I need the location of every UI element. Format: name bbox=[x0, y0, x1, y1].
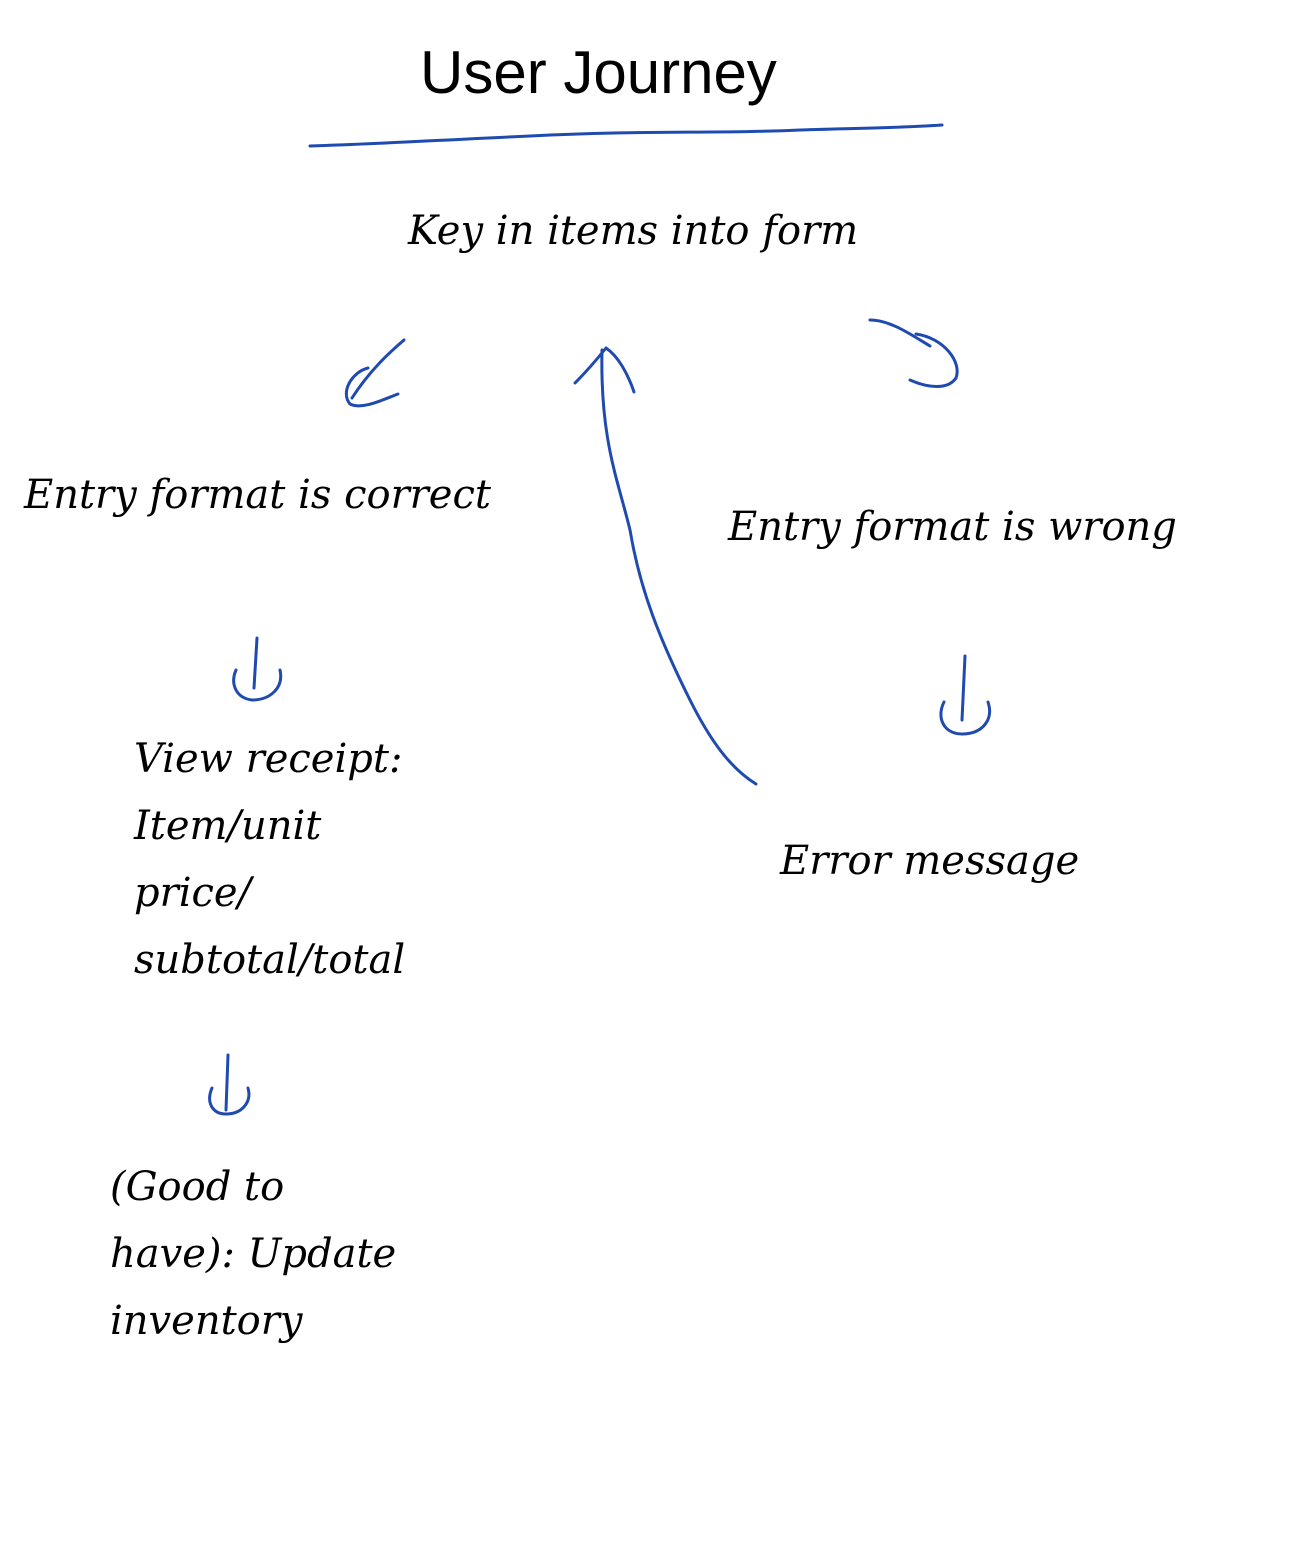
view-receipt-line-1: View receipt: bbox=[134, 736, 403, 782]
diagram-title: User Journey bbox=[420, 39, 777, 106]
node-format-wrong: Entry format is wrong bbox=[728, 504, 1177, 550]
arrow-to-error-message bbox=[939, 654, 991, 736]
node-key-in-items: Key in items into form bbox=[408, 208, 859, 254]
arrow-to-view-receipt bbox=[232, 636, 283, 702]
view-receipt-line-4: subtotal/total bbox=[134, 937, 406, 983]
title-underline bbox=[308, 123, 944, 148]
good-to-have-line-1: (Good to bbox=[110, 1164, 285, 1210]
node-view-receipt: View receipt: Item/unit price/ subtotal/… bbox=[134, 726, 405, 994]
view-receipt-line-2: Item/unit bbox=[134, 803, 322, 849]
node-error-message: Error message bbox=[780, 838, 1080, 884]
node-format-correct: Entry format is correct bbox=[24, 472, 491, 518]
arrow-error-back-to-form bbox=[573, 346, 758, 786]
arrow-to-wrong bbox=[868, 318, 959, 388]
good-to-have-line-2: have): Update bbox=[110, 1231, 397, 1277]
arrow-to-correct bbox=[344, 338, 406, 408]
good-to-have-line-3: inventory bbox=[110, 1298, 303, 1344]
node-good-to-have: (Good to have): Update inventory bbox=[110, 1154, 396, 1355]
arrow-to-good-to-have bbox=[208, 1053, 251, 1116]
view-receipt-line-3: price/ bbox=[134, 870, 252, 916]
